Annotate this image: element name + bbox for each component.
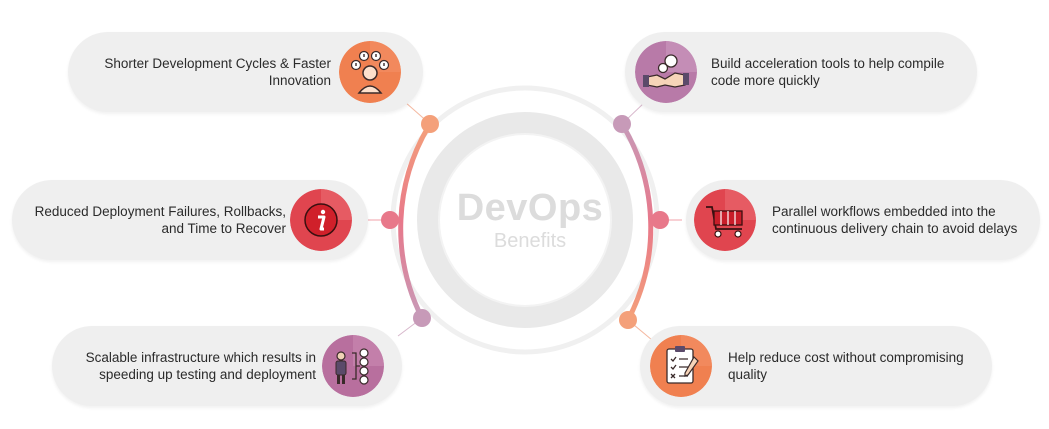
benefit-text-line: quality xyxy=(728,367,768,382)
benefit-text-line: code more quickly xyxy=(711,73,820,88)
node-dot xyxy=(421,115,439,133)
left-arc xyxy=(398,121,433,321)
benefit-text-line: speeding up testing and deployment xyxy=(99,367,316,382)
benefit-reduced-failures: Reduced Deployment Failures, Rollbacks, a… xyxy=(12,180,368,260)
node-dot xyxy=(413,309,431,327)
inner-ring-shadow xyxy=(438,133,612,307)
checklist-icon xyxy=(650,335,712,397)
benefit-text-line: Build acceleration tools to help compile xyxy=(711,56,945,71)
benefit-parallel-workflows: Parallel workflows embedded into the cont… xyxy=(686,180,1040,260)
org-chart-person-icon xyxy=(322,335,384,397)
node-dot xyxy=(651,211,669,229)
benefit-text-line: and Time to Recover xyxy=(161,221,286,236)
handshake-gears-icon xyxy=(635,41,697,103)
benefit-text: Reduced Deployment Failures, Rollbacks, a… xyxy=(26,180,286,260)
center-subtitle: Benefits xyxy=(493,230,567,252)
benefit-text-line: Parallel workflows embedded into the xyxy=(772,204,996,219)
inner-ring xyxy=(417,112,633,328)
benefit-scalable-infra: Scalable infrastructure which results in… xyxy=(52,326,402,406)
right-arc xyxy=(619,121,654,323)
benefit-text: Build acceleration tools to help compile… xyxy=(711,32,961,112)
node-dot xyxy=(381,211,399,229)
benefit-text-line: Help reduce cost without compromising xyxy=(728,350,964,365)
people-ideas-icon xyxy=(339,41,401,103)
benefit-text-line: Reduced Deployment Failures, Rollbacks, xyxy=(34,204,286,219)
benefit-build-tools: Build acceleration tools to help compile… xyxy=(625,32,977,112)
benefit-text-line: Scalable infrastructure which results in xyxy=(85,350,316,365)
node-dot xyxy=(619,311,637,329)
info-icon xyxy=(290,189,352,251)
node-dot xyxy=(613,115,631,133)
benefit-reduce-cost: Help reduce cost without compromising qua… xyxy=(640,326,992,406)
center-title: DevOps xyxy=(456,187,604,229)
cart-icon xyxy=(694,189,756,251)
benefit-text: Help reduce cost without compromising qua… xyxy=(728,326,976,406)
benefit-text-line: Shorter Development Cycles & Faster xyxy=(104,56,331,71)
benefit-text-line: continuous delivery chain to avoid delay… xyxy=(772,221,1018,236)
benefit-text: Scalable infrastructure which results in… xyxy=(66,326,316,406)
benefit-text-line: Innovation xyxy=(268,73,331,88)
benefit-text: Parallel workflows embedded into the cont… xyxy=(772,180,1028,260)
